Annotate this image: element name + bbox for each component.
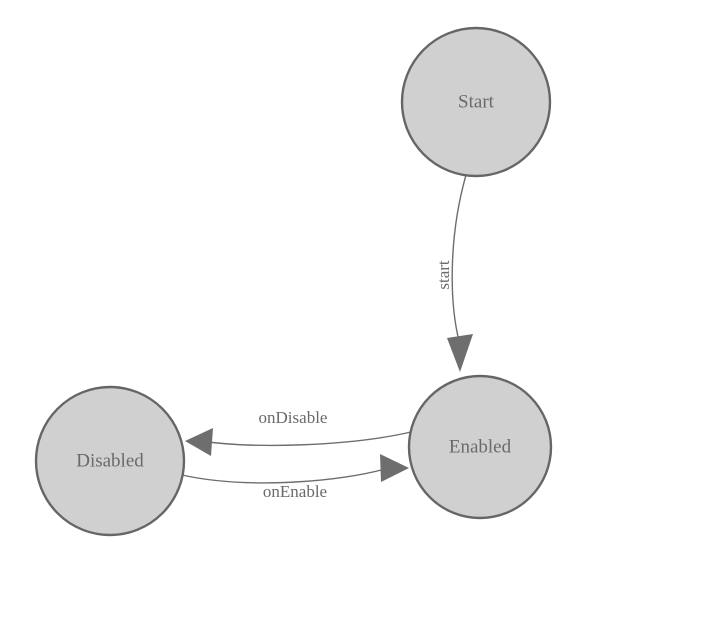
node-disabled[interactable]: Disabled [34,385,186,537]
node-enabled-circle[interactable] [407,374,553,520]
edge-start-to-enabled[interactable]: start [434,174,473,372]
edge-disabled-to-enabled[interactable]: onEnable [181,454,409,501]
edge-enabled-to-disabled[interactable]: onDisable [185,408,412,456]
node-disabled-circle[interactable] [34,385,186,537]
edge-start-to-enabled-line [451,174,467,342]
node-disabled-label: Disabled [76,450,144,471]
edge-disabled-to-enabled-line [181,466,393,484]
edge-enabled-to-disabled-line [200,431,412,447]
node-start-circle[interactable] [400,26,552,178]
edge-label-start: start [434,260,453,290]
edge-start-to-enabled-arrowhead [447,334,473,372]
edge-disabled-to-enabled-arrowhead [380,454,409,482]
node-enabled-label: Enabled [449,436,512,457]
node-start[interactable]: Start [400,26,552,178]
node-enabled[interactable]: Enabled [407,374,553,520]
node-start-label: Start [458,91,495,112]
edge-enabled-to-disabled-arrowhead [185,428,213,456]
edge-label-ondisable: onDisable [259,408,328,427]
edge-label-onenable: onEnable [263,482,327,501]
